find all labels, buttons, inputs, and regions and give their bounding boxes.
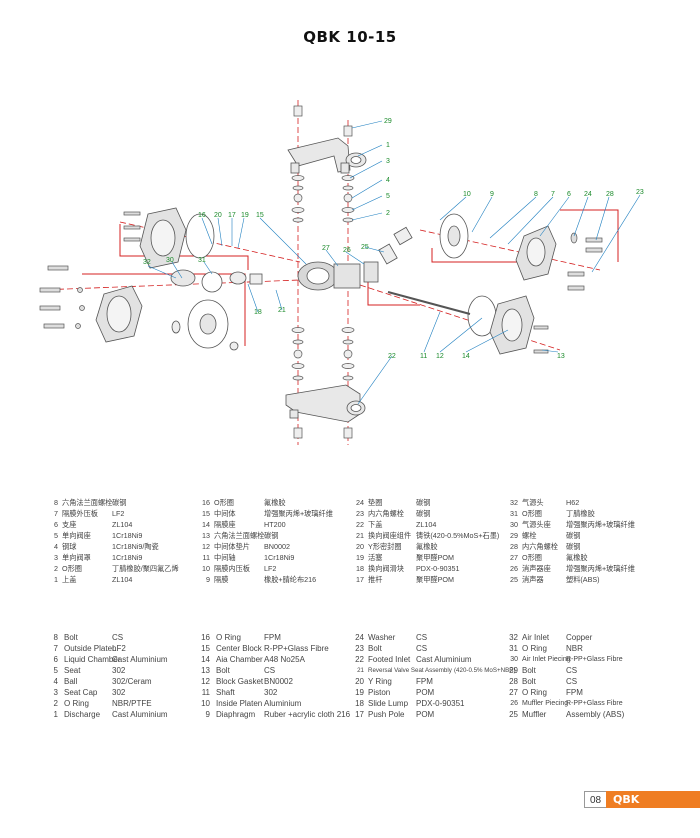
callout-10: 10 — [463, 191, 471, 198]
discharge-manifold — [287, 137, 367, 174]
callout-5: 5 — [386, 193, 390, 200]
callout-23: 23 — [636, 189, 644, 196]
leader-lines — [147, 120, 641, 405]
callout-4: 4 — [386, 177, 390, 184]
left-bolts — [39, 211, 141, 329]
center-block — [297, 226, 413, 291]
lower-valve-stack — [291, 327, 355, 439]
callout-9: 9 — [490, 191, 494, 198]
callout-6: 6 — [567, 191, 571, 198]
callout-17: 17 — [228, 212, 236, 219]
callout-22: 22 — [388, 353, 396, 360]
callout-32: 32 — [143, 259, 151, 266]
callout-27: 27 — [322, 245, 330, 252]
left-chamber — [95, 207, 263, 351]
callout-19: 19 — [241, 212, 249, 219]
callout-12: 12 — [436, 353, 444, 360]
callout-16: 16 — [198, 212, 206, 219]
callout-21: 21 — [278, 307, 286, 314]
page-number: 08 — [584, 791, 606, 808]
callout-15: 15 — [256, 212, 264, 219]
callout-1: 1 — [386, 142, 390, 149]
upper-valve-stack — [291, 105, 355, 223]
inlet-manifold — [285, 384, 366, 423]
callout-8: 8 — [534, 191, 538, 198]
page-title: QBK 10-15 — [303, 28, 397, 46]
callout-18: 18 — [254, 309, 262, 316]
callout-13: 13 — [557, 353, 565, 360]
callout-2: 2 — [386, 210, 390, 217]
right-bolts — [533, 232, 603, 354]
callout-labels: 29 1 3 4 5 2 10 9 8 7 6 24 28 23 16 20 1… — [143, 118, 644, 360]
callout-29: 29 — [384, 118, 392, 125]
brand-label: QBK — [606, 791, 700, 808]
callout-24: 24 — [584, 191, 592, 198]
right-chamber — [439, 213, 557, 355]
frame-brackets — [82, 209, 619, 346]
callout-25: 25 — [361, 244, 369, 251]
callout-14: 14 — [462, 353, 470, 360]
shaft — [387, 291, 471, 315]
callout-31: 31 — [198, 257, 206, 264]
callout-11: 11 — [420, 353, 427, 360]
callout-28: 28 — [606, 191, 614, 198]
callout-20: 20 — [214, 212, 222, 219]
callout-7: 7 — [551, 191, 555, 198]
callout-26: 26 — [343, 247, 351, 254]
page-footer: 08 QBK — [584, 791, 700, 808]
callout-3: 3 — [386, 158, 390, 165]
callout-30: 30 — [166, 257, 174, 264]
